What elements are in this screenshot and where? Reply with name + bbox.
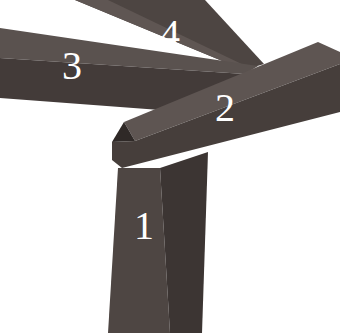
callout-number: 3 xyxy=(62,46,82,86)
callout-number: 2 xyxy=(215,88,235,128)
callout-number: 4 xyxy=(160,14,180,54)
post-face xyxy=(108,168,170,333)
beam-end xyxy=(112,122,135,142)
callout-number: 1 xyxy=(134,206,154,246)
beam-front xyxy=(112,64,340,168)
post-side xyxy=(160,152,208,333)
